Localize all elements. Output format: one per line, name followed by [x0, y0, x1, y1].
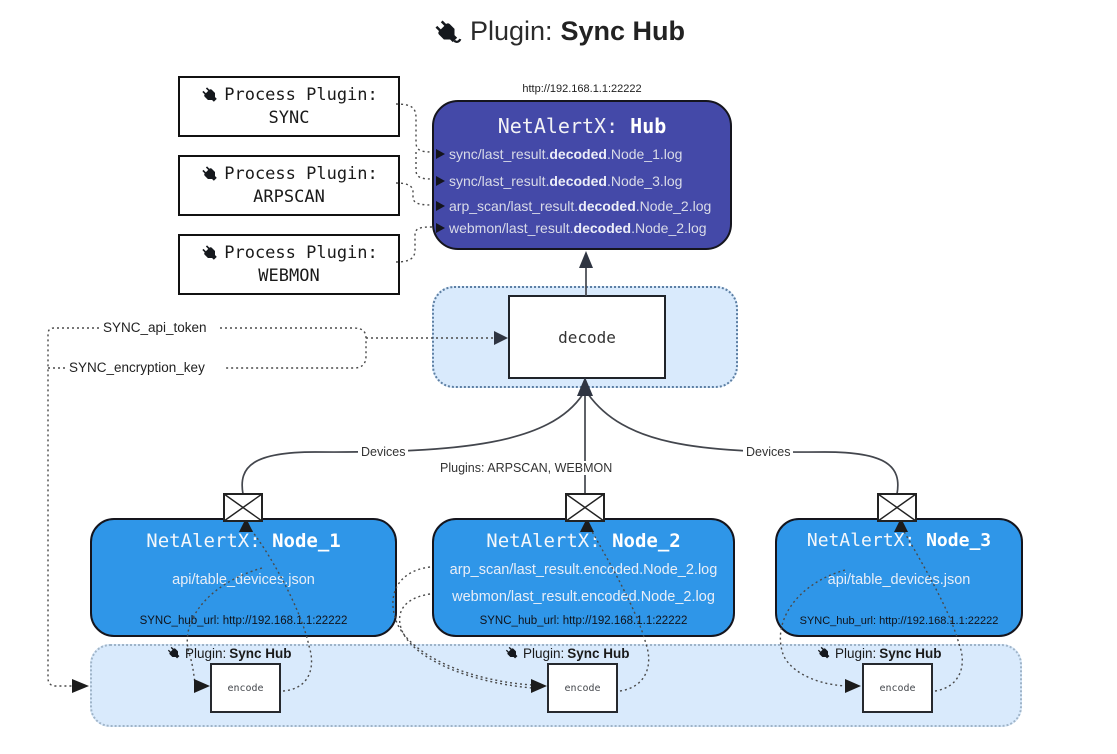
- hub-title-name: Hub: [630, 114, 667, 138]
- encode-box: encode: [862, 663, 933, 713]
- plug-icon: [202, 87, 218, 102]
- node-title-name: Node_1: [272, 530, 341, 552]
- hub-log-line: sync/last_result.decoded.Node_3.log: [436, 171, 682, 191]
- band-plugin-label-text: Plugin:: [185, 645, 227, 661]
- plug-icon: [202, 245, 218, 260]
- process-plugin-name: SYNC: [268, 107, 310, 128]
- band-plugin-label-text: Plugin:: [523, 645, 565, 661]
- node-title: NetAlertX: Node_1: [92, 530, 395, 552]
- plug-icon: [817, 646, 830, 659]
- plug-icon: [202, 166, 218, 181]
- hub-title-label: NetAlertX:: [497, 114, 619, 138]
- node-box-node3: NetAlertX: Node_3 api/table_devices.json…: [775, 518, 1023, 637]
- node-title-name: Node_3: [926, 530, 992, 551]
- node-file: arp_scan/last_result.encoded.Node_2.log: [449, 562, 718, 578]
- process-plugin-box-sync: Process Plugin: SYNC: [178, 76, 400, 137]
- plug-icon: [435, 20, 462, 43]
- hub-log-text: sync/last_result.decoded.Node_1.log: [449, 146, 683, 162]
- node-file: api/table_devices.json: [172, 572, 315, 588]
- node-title-label: NetAlertX:: [486, 530, 601, 552]
- node-title-name: Node_2: [612, 530, 681, 552]
- node-box-node1: NetAlertX: Node_1 api/table_devices.json…: [90, 518, 397, 637]
- node-title-label: NetAlertX:: [146, 530, 261, 552]
- node-hub-url: SYNC_hub_url: http://192.168.1.1:22222: [479, 615, 688, 627]
- process-plugin-box-arpscan: Process Plugin: ARPSCAN: [178, 155, 400, 216]
- hub-log-text: arp_scan/last_result.decoded.Node_2.log: [449, 198, 712, 214]
- arrow-into-band: [72, 679, 89, 693]
- sync-api-token-label: SYNC_api_token: [100, 320, 210, 335]
- process-plugin-name: ARPSCAN: [253, 186, 325, 207]
- node-box-node2: NetAlertX: Node_2 arp_scan/last_result.e…: [432, 518, 735, 637]
- node-title-label: NetAlertX:: [806, 530, 916, 551]
- title-label: Plugin:: [469, 16, 553, 46]
- edge-label-devices-right: Devices: [743, 445, 794, 459]
- band-plugin-label: Plugin: Sync Hub: [166, 645, 292, 661]
- edge-label-devices-left: Devices: [358, 445, 409, 459]
- arrow-right-icon: [436, 201, 445, 211]
- band-plugin-name: Sync Hub: [229, 645, 292, 661]
- envelope-icon-node3: [877, 493, 917, 522]
- band-plugin-name: Sync Hub: [879, 645, 942, 661]
- edge-label-plugins: Plugins: ARPSCAN, WEBMON: [437, 461, 616, 475]
- plug-icon: [167, 646, 180, 659]
- node-title: NetAlertX: Node_2: [434, 530, 733, 552]
- edge-node1-decode: [241, 393, 584, 495]
- envelope-icon-node2: [565, 493, 605, 522]
- process-plugin-label: Process Plugin:: [224, 163, 378, 184]
- arrow-right-icon: [436, 223, 445, 233]
- arrow-into-hub: [579, 251, 593, 268]
- node-hub-url: SYNC_hub_url: http://192.168.1.1:22222: [139, 615, 348, 627]
- band-plugin-label-text: Plugin:: [835, 645, 877, 661]
- band-plugin-label: Plugin: Sync Hub: [504, 645, 630, 661]
- hub-url-note: http://192.168.1.1:22222: [522, 83, 642, 95]
- process-plugin-box-webmon: Process Plugin: WEBMON: [178, 234, 400, 295]
- hub-title: NetAlertX: Hub: [434, 114, 730, 138]
- band-plugin-name: Sync Hub: [567, 645, 630, 661]
- node-title: NetAlertX: Node_3: [777, 530, 1021, 551]
- plugin-hub-links: [395, 103, 433, 263]
- process-plugin-label: Process Plugin:: [224, 242, 378, 263]
- process-plugin-label: Process Plugin:: [224, 84, 378, 105]
- decode-box: decode: [508, 295, 666, 379]
- process-plugin-name: WEBMON: [258, 265, 320, 286]
- hub-log-line: sync/last_result.decoded.Node_1.log: [436, 144, 682, 164]
- hub-log-line: webmon/last_result.decoded.Node_2.log: [436, 218, 707, 238]
- hub-log-text: sync/last_result.decoded.Node_3.log: [449, 173, 683, 189]
- node-hub-url: SYNC_hub_url: http://192.168.1.1:22222: [799, 615, 999, 627]
- edge-node3-decode: [587, 393, 899, 495]
- plug-icon: [505, 646, 518, 659]
- hub-log-line: arp_scan/last_result.decoded.Node_2.log: [436, 196, 711, 216]
- encode-box: encode: [547, 663, 618, 713]
- node-file: webmon/last_result.encoded.Node_2.log: [452, 589, 715, 605]
- encode-box: encode: [210, 663, 281, 713]
- band-plugin-label: Plugin: Sync Hub: [816, 645, 942, 661]
- hub-log-text: webmon/last_result.decoded.Node_2.log: [449, 220, 707, 236]
- node-file: api/table_devices.json: [827, 572, 971, 588]
- arrow-right-icon: [436, 149, 445, 159]
- title-name: Sync Hub: [560, 16, 686, 46]
- hub-box: NetAlertX: Hub sync/last_result.decoded.…: [432, 100, 732, 250]
- arrow-right-icon: [436, 176, 445, 186]
- page-title: Plugin: Sync Hub: [0, 16, 1117, 47]
- sync-encryption-key-label: SYNC_encryption_key: [66, 360, 208, 375]
- envelope-icon-node1: [223, 493, 263, 522]
